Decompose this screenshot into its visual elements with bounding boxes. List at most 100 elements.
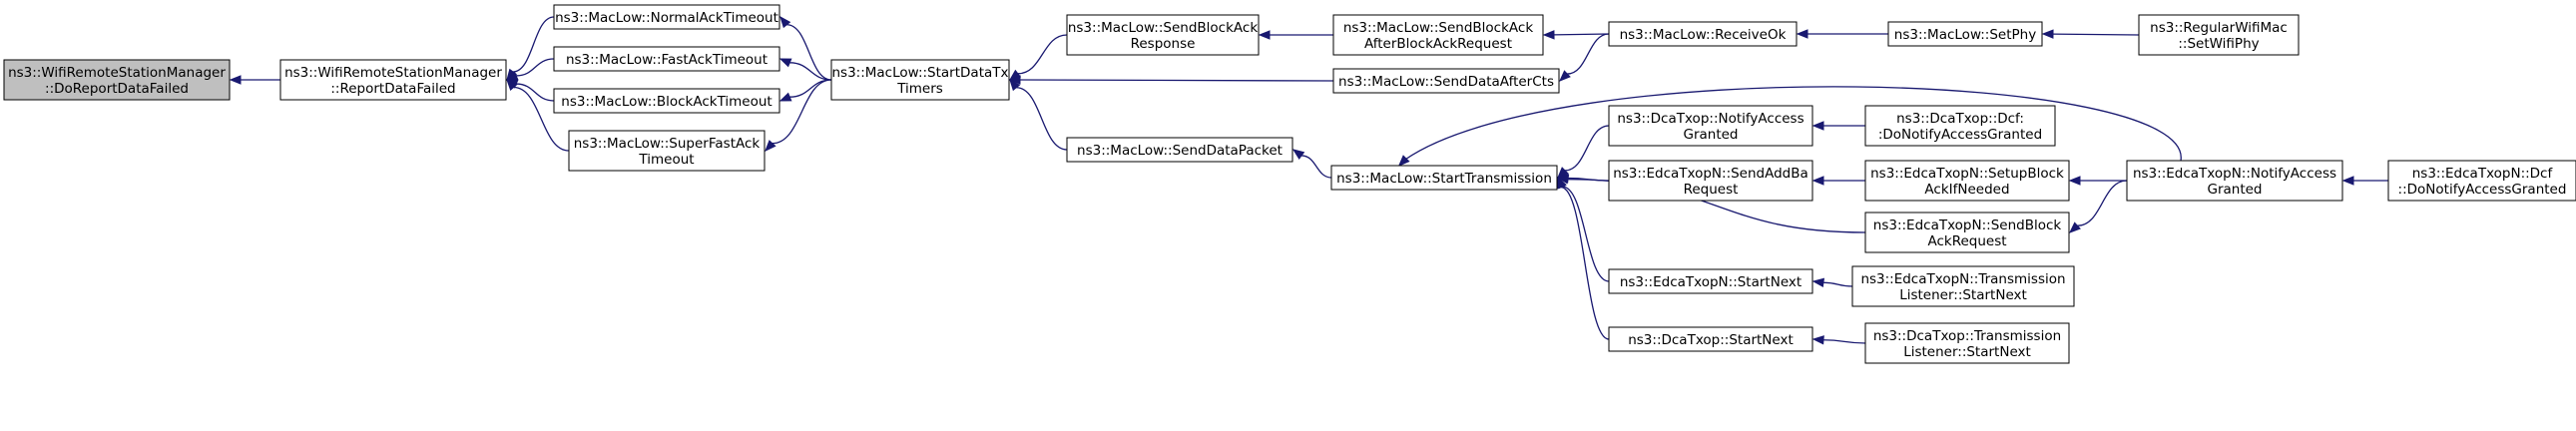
edge-super-fast-to-wrsm-report — [506, 78, 570, 152]
edge-start-data-tx-to-block-ack — [778, 79, 832, 102]
edge-fast-ack-to-wrsm-report — [505, 58, 555, 81]
node-box — [553, 46, 780, 72]
edge-dca-start-next-to-start-transmission — [1556, 176, 1610, 340]
edge-send-ba-after-to-send-ba-resp — [1258, 30, 1333, 40]
node-send-after-cts[interactable]: ns3::MacLow::SendDataAfterCts — [1332, 68, 1560, 94]
node-box — [1608, 21, 1798, 47]
edge-send-ba-resp-to-start-data-tx — [1008, 34, 1068, 81]
node-box — [1851, 265, 2075, 307]
node-label: Granted — [2207, 182, 2262, 198]
node-label: ns3::DcaTxop::StartNext — [1628, 332, 1794, 348]
node-label: ns3::DcaTxop::Transmission — [1873, 328, 2061, 344]
node-label: ns3::WifiRemoteStationManager — [8, 65, 226, 81]
node-label: Request — [1684, 182, 1739, 198]
node-box — [830, 59, 1010, 101]
node-box — [3, 59, 231, 101]
edge-start-data-tx-to-fast-ack — [778, 58, 832, 81]
node-label: ns3::EdcaTxopN::StartNext — [1620, 274, 1802, 290]
node-box — [1864, 322, 2070, 364]
edge-receive-ok-to-send-after-cts — [1559, 33, 1610, 82]
edge-start-data-tx-to-normal-ack — [779, 15, 832, 81]
node-box — [279, 59, 507, 101]
node-label: Timers — [896, 81, 943, 97]
node-label: ns3::EdcaTxopN::NotifyAccess — [2133, 166, 2336, 182]
node-box — [1864, 160, 2070, 202]
node-label: ns3::EdcaTxopN::Dcf — [2412, 166, 2554, 182]
node-label: :DoNotifyAccessGranted — [1878, 127, 2042, 143]
node-block-ack[interactable]: ns3::MacLow::BlockAckTimeout — [553, 88, 780, 114]
edge-start-transmission-to-send-data-packet — [1291, 149, 1332, 179]
edge-start-data-tx-to-super-fast — [765, 79, 832, 152]
edge-edca-notify-to-edca-setup — [2068, 176, 2127, 186]
node-dca-notify[interactable]: ns3::DcaTxop::NotifyAccessGranted — [1608, 105, 1813, 147]
node-label: ::SetWifiPhy — [2178, 36, 2259, 52]
node-label: ns3::EdcaTxopN::SendAddBa — [1613, 166, 1808, 182]
node-label: ns3::WifiRemoteStationManager — [284, 65, 502, 81]
node-dca-dcf[interactable]: ns3::DcaTxop::Dcf::DoNotifyAccessGranted — [1864, 105, 2056, 147]
node-label: ns3::MacLow::SetPhy — [1894, 27, 2036, 43]
node-label: ::DoReportDataFailed — [45, 81, 189, 97]
node-normal-ack[interactable]: ns3::MacLow::NormalAckTimeout — [553, 4, 780, 30]
node-label: ns3::MacLow::BlockAckTimeout — [561, 94, 772, 110]
edge-edca-start-next-to-start-transmission — [1557, 176, 1610, 282]
node-label: ns3::RegularWifiMac — [2150, 20, 2288, 36]
node-label: ns3::MacLow::ReceiveOk — [1620, 27, 1787, 43]
edge-set-phy-to-receive-ok — [1796, 29, 1888, 39]
edge-dca-notify-to-start-transmission — [1557, 125, 1610, 179]
node-root[interactable]: ns3::WifiRemoteStationManager::DoReportD… — [3, 59, 231, 101]
node-edca-start-next[interactable]: ns3::EdcaTxopN::StartNext — [1608, 268, 1813, 294]
node-start-transmission[interactable]: ns3::MacLow::StartTransmission — [1330, 165, 1558, 191]
node-send-ba-after[interactable]: ns3::MacLow::SendBlockAckAfterBlockAckRe… — [1332, 14, 1544, 56]
node-label: ns3::EdcaTxopN::Transmission — [1860, 271, 2065, 287]
edge-wrsm-report-to-root — [229, 75, 280, 85]
node-box — [1332, 14, 1544, 56]
node-box — [1608, 105, 1813, 147]
node-label: ns3::MacLow::FastAckTimeout — [566, 52, 768, 68]
node-label: Listener::StartNext — [1899, 287, 2027, 303]
node-label: ns3::MacLow::StartTransmission — [1336, 171, 1552, 187]
node-wrsm-report[interactable]: ns3::WifiRemoteStationManager::ReportDat… — [279, 59, 507, 101]
node-edca-tl-start[interactable]: ns3::EdcaTxopN::TransmissionListener::St… — [1851, 265, 2075, 307]
node-label: ns3::MacLow::SendDataAfterCts — [1338, 74, 1554, 90]
node-dca-tl-start[interactable]: ns3::DcaTxop::TransmissionListener::Star… — [1864, 322, 2070, 364]
node-label: ns3::DcaTxop::Dcf: — [1896, 111, 2024, 127]
node-regular-set[interactable]: ns3::RegularWifiMac::SetWifiPhy — [2138, 14, 2300, 56]
node-label: ::ReportDataFailed — [330, 81, 455, 97]
node-set-phy[interactable]: ns3::MacLow::SetPhy — [1887, 21, 2043, 47]
node-fast-ack[interactable]: ns3::MacLow::FastAckTimeout — [553, 46, 780, 72]
node-edca-dcf[interactable]: ns3::EdcaTxopN::Dcf::DoNotifyAccessGrant… — [2387, 160, 2576, 202]
node-label: AfterBlockAckRequest — [1364, 36, 1512, 52]
node-label: ns3::MacLow::SendBlockAck — [1068, 20, 1258, 36]
edge-regular-set-to-set-phy — [2041, 29, 2140, 39]
node-box — [1066, 137, 1293, 163]
node-edca-notify[interactable]: ns3::EdcaTxopN::NotifyAccessGranted — [2126, 160, 2343, 202]
node-receive-ok[interactable]: ns3::MacLow::ReceiveOk — [1608, 21, 1798, 47]
edge-send-data-packet-to-start-data-tx — [1009, 78, 1068, 151]
node-box — [1887, 21, 2043, 47]
node-dca-start-next[interactable]: ns3::DcaTxop::StartNext — [1608, 326, 1813, 352]
node-box — [1330, 165, 1558, 191]
node-box — [553, 4, 780, 30]
node-label: AckRequest — [1927, 233, 2006, 249]
node-box — [1608, 326, 1813, 352]
node-box — [1332, 68, 1560, 94]
node-send-data-packet[interactable]: ns3::MacLow::SendDataPacket — [1066, 137, 1293, 163]
node-label: ns3::MacLow::NormalAckTimeout — [555, 10, 778, 26]
node-box — [1864, 105, 2056, 147]
node-label: ns3::MacLow::SuperFastAck — [574, 136, 761, 152]
edge-edca-dcf-to-edca-notify — [2341, 176, 2388, 186]
edge-edca-notify-to-edca-send-bar — [2069, 180, 2128, 233]
node-label: ns3::DcaTxop::NotifyAccess — [1617, 111, 1803, 127]
node-label: Listener::StartNext — [1903, 344, 2031, 360]
node-label: Timeout — [638, 152, 694, 168]
node-box — [1608, 268, 1813, 294]
node-label: ns3::EdcaTxopN::SendBlock — [1873, 217, 2062, 233]
node-box — [568, 130, 766, 172]
